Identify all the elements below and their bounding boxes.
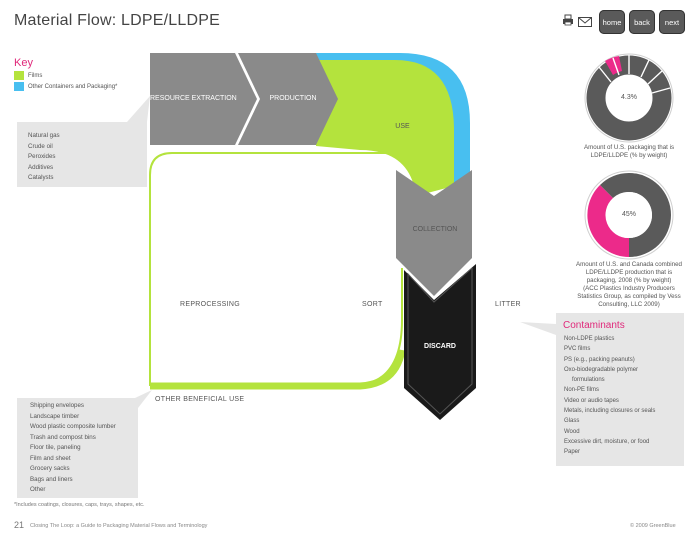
list-item: Metals, including closures or seals bbox=[564, 408, 656, 415]
donut-2 bbox=[584, 170, 674, 260]
back-button[interactable]: back bbox=[629, 10, 655, 34]
key-label-films: Films bbox=[28, 72, 43, 79]
list-item: Natural gas bbox=[28, 132, 60, 139]
next-button[interactable]: next bbox=[659, 10, 685, 34]
footer-title: Closing The Loop: a Guide to Packaging M… bbox=[30, 523, 208, 529]
label-use: USE bbox=[395, 123, 410, 130]
list-item: PVC films bbox=[564, 346, 591, 353]
list-item: Film and sheet bbox=[30, 454, 71, 462]
key-item-films: Films bbox=[14, 71, 42, 80]
copyright: © 2009 GreenBlue bbox=[630, 523, 676, 529]
caption-line: LDPE/LLDPE production that is bbox=[585, 269, 673, 276]
list-item: Floor tile, paneling bbox=[30, 444, 81, 451]
inputs-list: Natural gas Crude oil Peroxides Additive… bbox=[28, 131, 60, 184]
list-item: Shipping envelopes bbox=[30, 402, 85, 409]
discard-shape bbox=[404, 264, 476, 420]
label-production: PRODUCTION bbox=[269, 95, 317, 102]
home-button[interactable]: home bbox=[599, 10, 625, 34]
list-item: Crude oil bbox=[28, 142, 53, 150]
green-loop bbox=[149, 152, 403, 386]
donut-2-caption: Amount of U.S. and Canada combined LDPE/… bbox=[555, 261, 700, 309]
list-item: Non-LDPE plastics bbox=[564, 336, 615, 342]
caption-line: Amount of U.S. and Canada combined bbox=[576, 261, 682, 268]
list-item: Oxo-biodegradable polymer bbox=[564, 366, 639, 373]
print-icon[interactable] bbox=[562, 13, 574, 31]
green-band bbox=[316, 60, 454, 196]
list-item: Other bbox=[30, 486, 46, 493]
contaminants-list: Non-LDPE plastics PVC films PS (e.g., pa… bbox=[564, 334, 655, 458]
label-resource-extraction: RESOURCE EXTRACTION bbox=[150, 95, 237, 102]
list-item: Grocery sacks bbox=[30, 465, 70, 472]
caption-line: Amount of U.S. packaging that is bbox=[583, 144, 675, 151]
caption-line: packaging, 2008 (% by weight) bbox=[586, 277, 672, 284]
list-item: Wood bbox=[564, 428, 580, 435]
donut-1-value: 4.3% bbox=[621, 94, 637, 101]
key-item-other: Other Containers and Packaging* bbox=[14, 82, 117, 91]
list-item: Video or audio tapes bbox=[564, 397, 619, 404]
list-item: formulations bbox=[572, 377, 605, 384]
contaminants-panel bbox=[520, 313, 684, 466]
production-shape bbox=[238, 53, 338, 145]
collection-shape bbox=[396, 170, 472, 296]
other-swatch bbox=[14, 82, 24, 91]
list-item: Wood plastic composite lumber bbox=[30, 423, 116, 430]
label-collection: COLLECTION bbox=[412, 226, 458, 233]
page-title: Material Flow: LDPE/LLDPE bbox=[14, 12, 220, 29]
list-item: Additives bbox=[28, 163, 54, 171]
label-litter: LITTER bbox=[495, 301, 521, 308]
caption-line: Consulting, LLC 2009) bbox=[598, 301, 660, 308]
caption-line: Statistics Group, as compiled by Vess bbox=[577, 293, 681, 300]
donut-1 bbox=[584, 53, 674, 143]
beneficial-flow bbox=[150, 349, 406, 390]
label-reprocessing: REPROCESSING bbox=[180, 301, 240, 308]
key-title: Key bbox=[14, 57, 33, 69]
caption-line: LDPE/LLDPE (% by weight) bbox=[590, 152, 668, 159]
beneficial-panel bbox=[17, 390, 152, 498]
email-icon[interactable] bbox=[578, 14, 592, 32]
films-swatch bbox=[14, 71, 24, 80]
list-item: Trash and compost bins bbox=[30, 433, 96, 441]
list-item: Peroxides bbox=[28, 153, 56, 160]
list-item: Paper bbox=[564, 449, 581, 456]
list-item: Non-PE films bbox=[564, 387, 600, 394]
label-other-beneficial-use: OTHER BENEFICIAL USE bbox=[155, 396, 245, 403]
page-number: 21 bbox=[14, 520, 25, 530]
contaminants-title: Contaminants bbox=[563, 320, 625, 331]
list-item: PS (e.g., packing peanuts) bbox=[564, 356, 635, 363]
caption-line: (ACC Plastics Industry Producers bbox=[583, 285, 675, 292]
list-item: Excessive dirt, moisture, or food bbox=[564, 438, 650, 445]
label-discard: DISCARD bbox=[424, 343, 456, 350]
donut-2-value: 45% bbox=[621, 211, 636, 218]
key-label-other: Other Containers and Packaging* bbox=[28, 83, 118, 90]
inputs-panel bbox=[17, 96, 150, 187]
list-item: Landscape timber bbox=[30, 412, 80, 420]
list-item: Catalysts bbox=[28, 174, 54, 181]
list-item: Glass bbox=[564, 418, 580, 425]
label-sort: SORT bbox=[362, 301, 383, 308]
donut-1-caption: Amount of U.S. packaging that is LDPE/LL… bbox=[562, 144, 696, 160]
list-item: Bags and liners bbox=[30, 475, 73, 483]
resource-extraction-shape bbox=[150, 53, 257, 145]
footnote: *Includes coatings, closures, caps, tray… bbox=[14, 502, 145, 508]
beneficial-uses-list: Shipping envelopes Landscape timber Wood… bbox=[30, 401, 116, 496]
